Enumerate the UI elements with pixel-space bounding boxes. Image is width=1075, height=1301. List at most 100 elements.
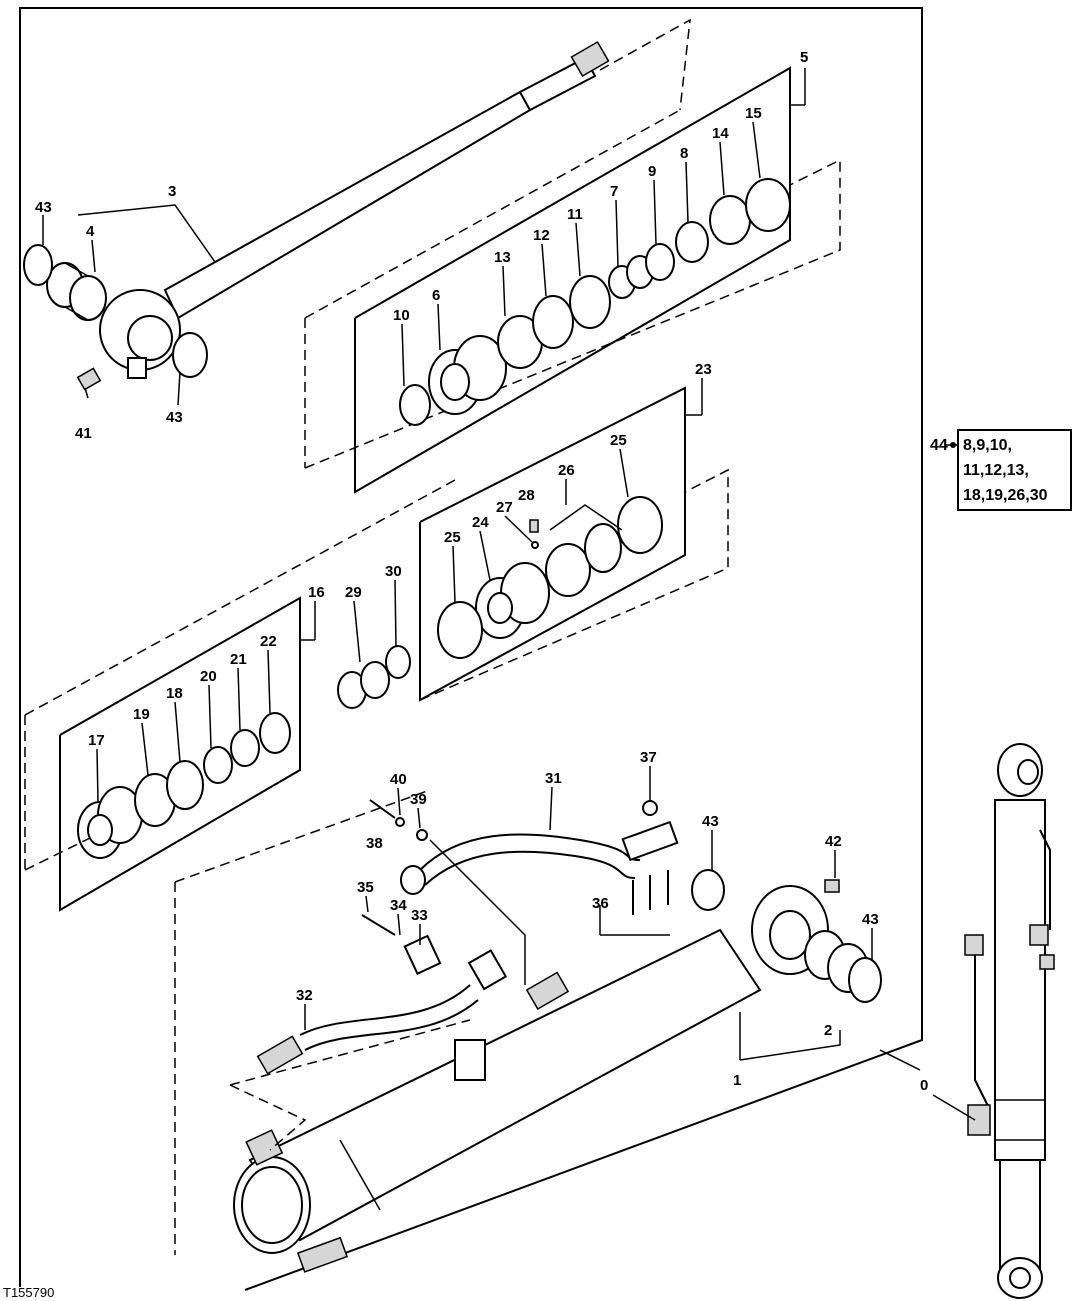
ring-8 xyxy=(675,221,709,263)
bolts-36 xyxy=(632,870,669,915)
label-22: 22 xyxy=(260,633,277,650)
bolt-38 xyxy=(369,799,396,819)
washer-39 xyxy=(416,829,428,841)
label-8: 8 xyxy=(680,145,688,162)
label-9: 9 xyxy=(648,163,656,180)
label-43-top: 43 xyxy=(35,199,52,216)
label-29: 29 xyxy=(345,584,362,601)
kit-44-line-3: 18,19,26,30 xyxy=(963,487,1048,504)
label-18: 18 xyxy=(166,685,183,702)
wear-ring-25-b xyxy=(617,496,663,554)
plug-lower xyxy=(245,1129,284,1166)
label-31: 31 xyxy=(545,770,562,787)
label-35: 35 xyxy=(357,879,374,896)
piston-24 xyxy=(475,562,550,639)
kit-44-box xyxy=(957,429,1072,511)
seal-43-d xyxy=(691,869,725,911)
label-27: 27 xyxy=(496,499,513,516)
label-2: 2 xyxy=(824,1022,832,1039)
label-34: 34 xyxy=(390,897,407,914)
ring-20 xyxy=(203,746,233,784)
ring-10 xyxy=(399,384,431,426)
label-43-right: 43 xyxy=(862,911,879,928)
label-43-left: 43 xyxy=(166,409,183,426)
label-30: 30 xyxy=(385,563,402,580)
ring-9 xyxy=(645,243,675,281)
label-17: 17 xyxy=(88,732,105,749)
cylinder-barrel xyxy=(233,885,829,1273)
plug-28 xyxy=(529,519,539,533)
label-26: 26 xyxy=(558,462,575,479)
figure-id: T155790 xyxy=(3,1285,54,1300)
gland-17 xyxy=(77,786,143,859)
fitting-42 xyxy=(824,879,840,893)
bushing-4 xyxy=(46,262,107,321)
label-23: 23 xyxy=(695,361,712,378)
label-15: 15 xyxy=(745,105,762,122)
label-7: 7 xyxy=(610,183,618,200)
label-42: 42 xyxy=(825,833,842,850)
label-33: 33 xyxy=(411,907,428,924)
seal-26-b xyxy=(584,523,622,573)
label-0: 0 xyxy=(920,1077,928,1094)
piston-rod xyxy=(99,40,610,379)
bushing-2 xyxy=(804,930,869,993)
label-41: 41 xyxy=(75,425,92,442)
assembled-cylinder xyxy=(964,743,1055,1299)
label-4: 4 xyxy=(86,223,95,240)
seal-26-a xyxy=(545,543,591,597)
disc-15 xyxy=(745,178,791,232)
washer-40 xyxy=(395,817,405,827)
label-28: 28 xyxy=(518,487,535,504)
label-16: 16 xyxy=(308,584,325,601)
ball-27 xyxy=(531,541,539,549)
group-23-frame xyxy=(419,386,686,702)
label-25-right: 25 xyxy=(610,432,627,449)
label-19: 19 xyxy=(133,706,150,723)
label-36: 36 xyxy=(592,895,609,912)
wear-ring-14 xyxy=(709,195,751,245)
kit-44-number: 44 xyxy=(930,437,948,454)
seal-18 xyxy=(166,760,204,810)
label-1: 1 xyxy=(733,1072,741,1089)
group-5-frame xyxy=(354,66,791,494)
label-11: 11 xyxy=(567,206,583,223)
ring-22 xyxy=(259,712,291,754)
kit-44-line-2: 11,12,13, xyxy=(963,462,1029,479)
kit-44-line-1: 8,9,10, xyxy=(963,437,1012,454)
seal-43-b xyxy=(172,332,208,378)
o-ring-37 xyxy=(642,800,658,816)
label-38: 38 xyxy=(366,835,383,852)
label-39: 39 xyxy=(410,791,427,808)
ring-21 xyxy=(230,729,260,767)
wear-ring-25-a xyxy=(437,601,483,659)
label-12: 12 xyxy=(533,227,550,244)
seal-43-c xyxy=(848,957,882,1003)
label-20: 20 xyxy=(200,668,217,685)
label-10: 10 xyxy=(393,307,410,324)
label-5: 5 xyxy=(800,49,808,66)
label-43-mid: 43 xyxy=(702,813,719,830)
grease-fitting-41 xyxy=(76,367,102,399)
label-32: 32 xyxy=(296,987,313,1004)
label-6: 6 xyxy=(432,287,440,304)
group-16-frame xyxy=(59,596,301,912)
tube-32 xyxy=(256,949,508,1075)
label-14: 14 xyxy=(712,125,729,142)
label-40: 40 xyxy=(390,771,407,788)
label-13: 13 xyxy=(494,249,511,266)
clamp-block xyxy=(454,1039,486,1081)
seal-43-a xyxy=(23,244,53,286)
ring-30 xyxy=(385,645,411,679)
bolt-35 xyxy=(361,914,396,936)
label-3: 3 xyxy=(168,183,176,200)
spacer-29 xyxy=(337,661,390,709)
seal-11 xyxy=(569,275,611,329)
clamp-33 xyxy=(403,934,442,975)
label-21: 21 xyxy=(230,651,247,668)
seal-12 xyxy=(532,295,574,349)
main-frame xyxy=(19,7,923,1291)
label-24: 24 xyxy=(472,514,489,531)
label-25-left: 25 xyxy=(444,529,461,546)
